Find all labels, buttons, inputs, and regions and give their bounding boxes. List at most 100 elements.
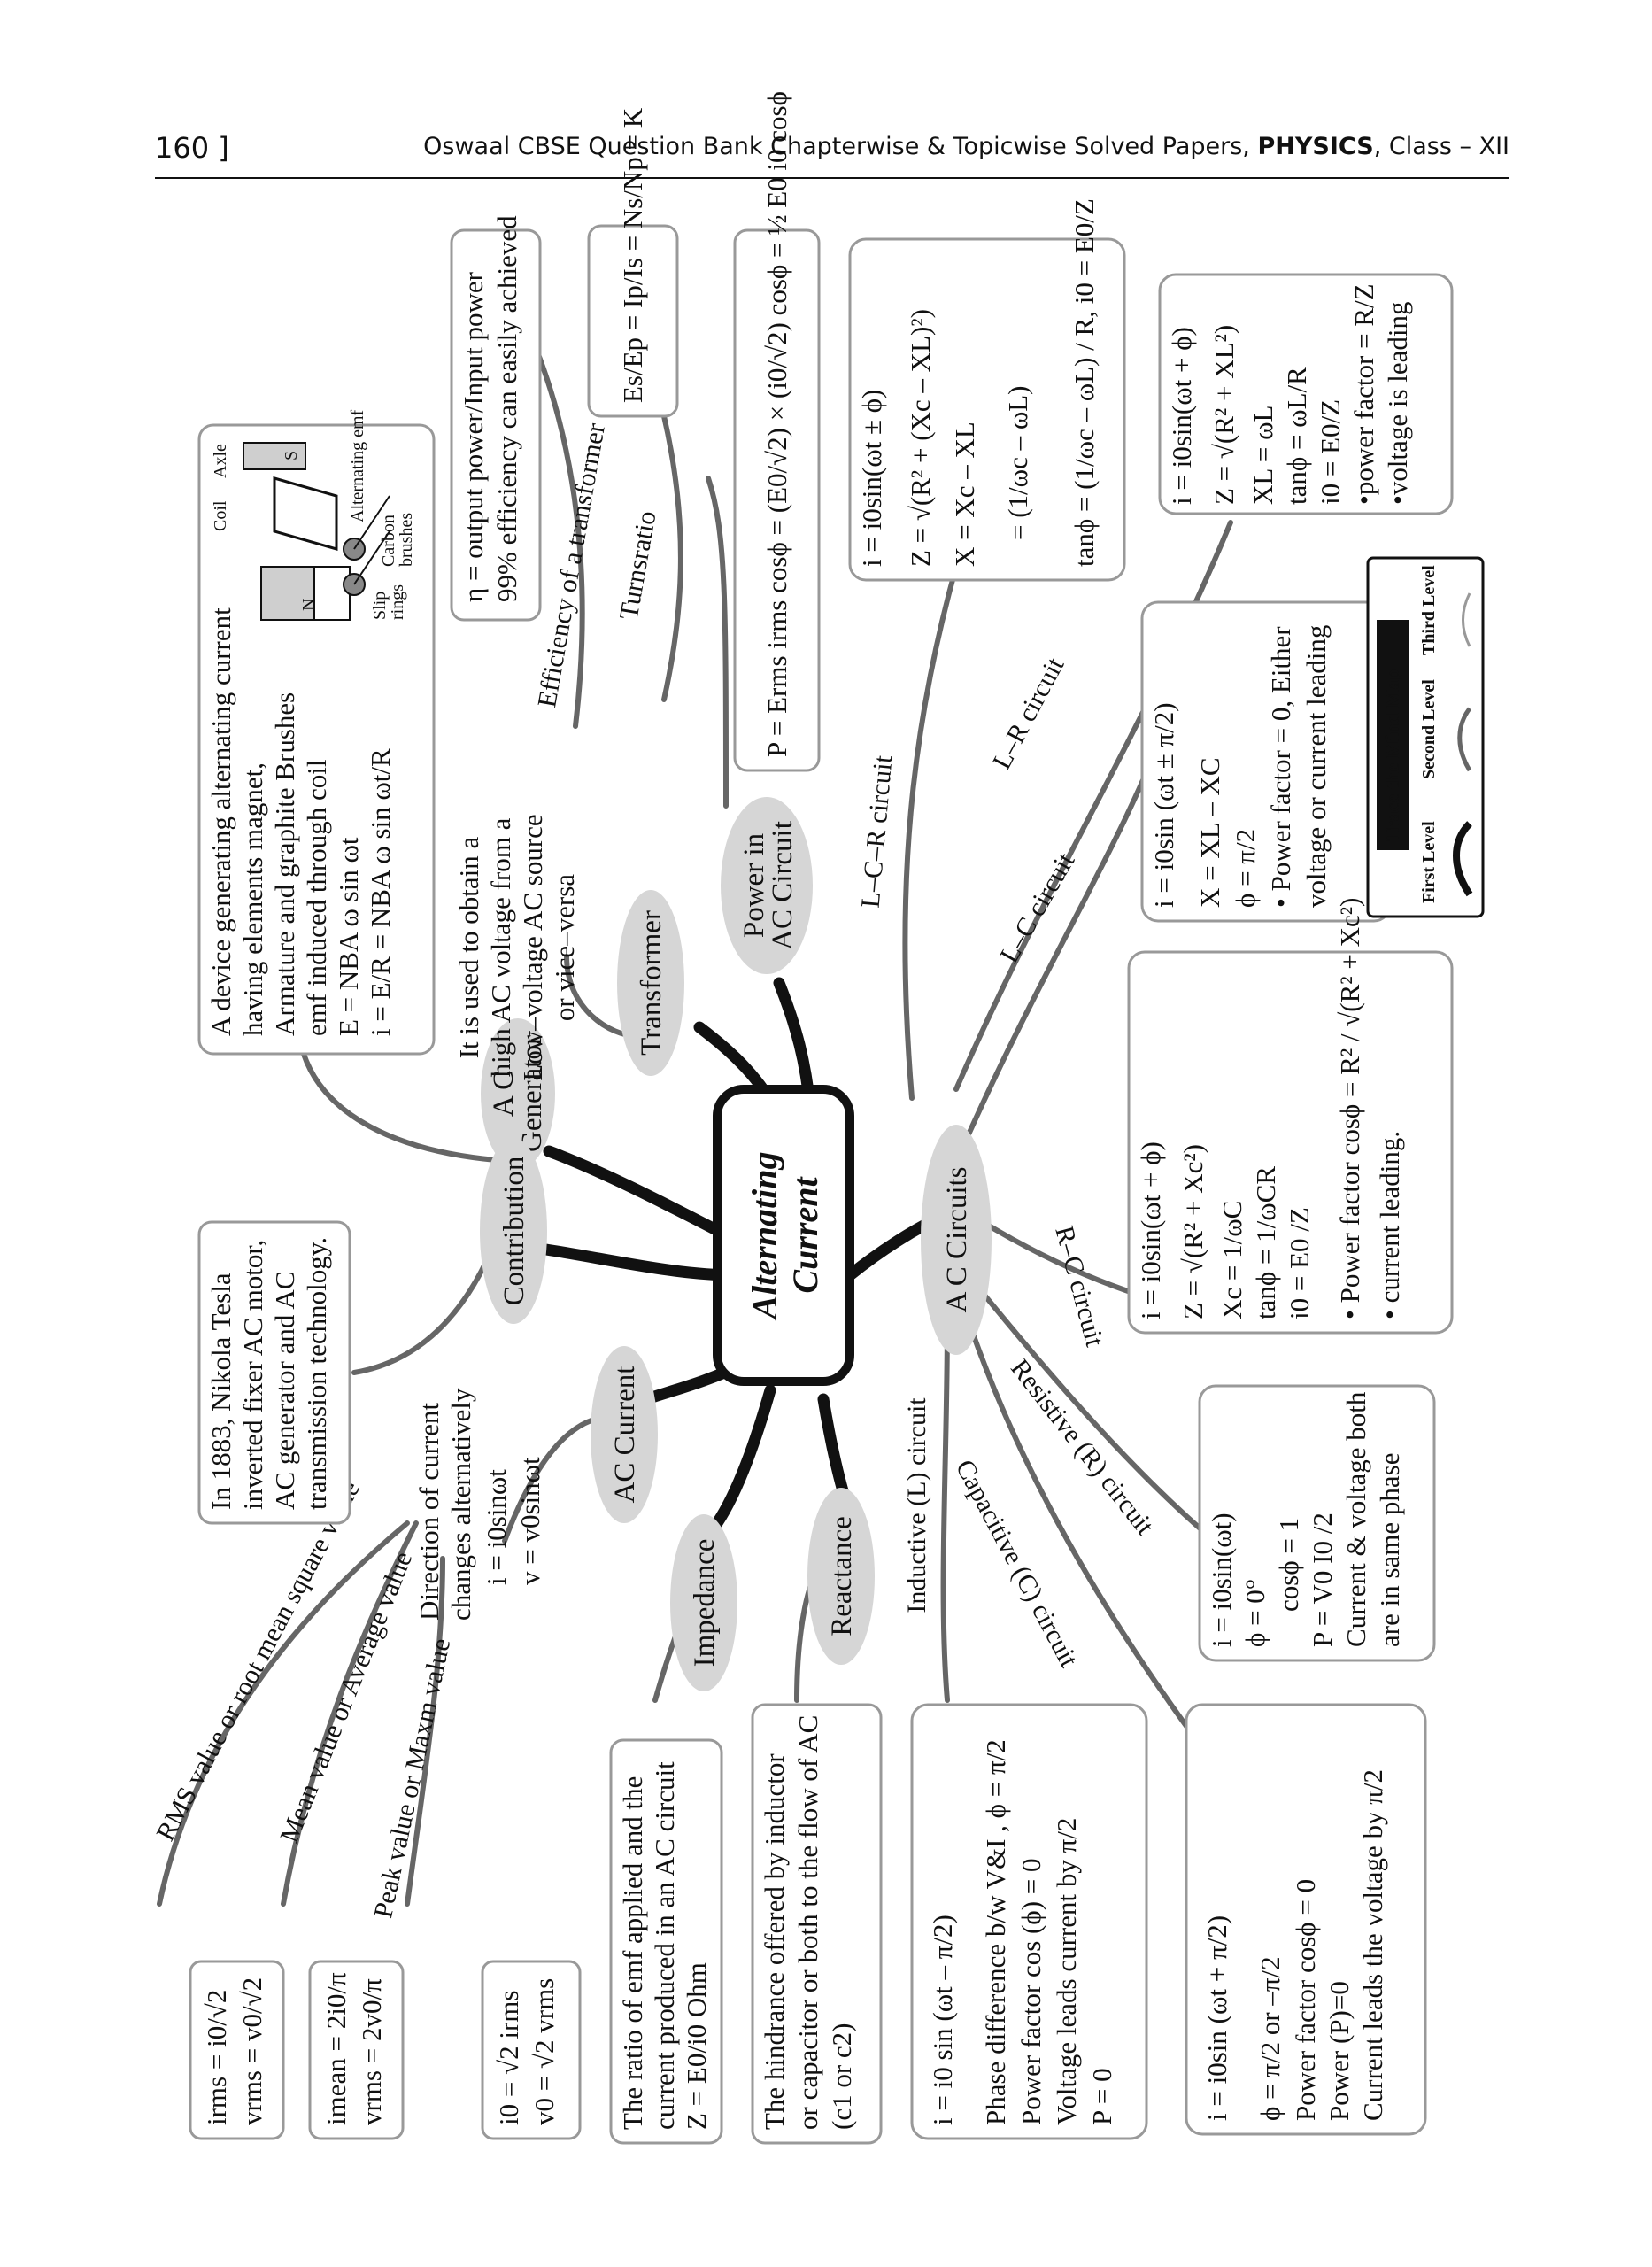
link-rc [980,1219,1136,1296]
resistive-line-5: Current & voltage both [1340,1391,1371,1647]
transformer-line-3: Low–voltage AC source [517,814,548,1080]
subject: PHYSICS [1257,133,1374,160]
accurrent-line-3: i = i0sinωt [481,1469,512,1585]
legend-title: Trace the Mind Map [1381,669,1403,841]
resistive-line-6: are in same phase [1374,1453,1405,1647]
turns-line-1: Es/Ep = Ip/Is = Ns/Np = K [617,107,648,403]
lc-line-2: X = XL – XC [1194,757,1225,908]
node-contribution-label: Contribution [498,1157,530,1306]
box-inductive: i = i0 sin (ωt – π/2) Phase difference b… [910,1703,1148,2140]
efficiency-line-2: 99% efficiency can easily achieved [491,215,522,602]
lc-line-1: i = i0sin (ωt ± π/2) [1148,702,1179,908]
inductive-line-5: P = 0 [1086,2068,1117,2125]
generator-line-4: emf induced through coil [301,760,332,1037]
box-lr: i = i0sin(ωt + ϕ) Z = √(R² + XL²) XL = ω… [1158,273,1454,515]
box-power: P = Erms irms cosϕ = (E0/√2) × (i0/√2) c… [733,91,821,772]
link-power [706,476,729,809]
label-lc: L–C circuit [994,847,1081,968]
transformer-line-4: or vice–versa [549,874,580,1021]
text-transformer: It is used to obtain a high AC voltage f… [453,814,580,1080]
node-ac-generator: A C Generator [481,1018,555,1169]
contribution-line-2: inverted fixer AC motor, [237,1240,268,1510]
box-rc: i = i0sin(ωt + ϕ) Z = √(R² + Xc²) Xc = 1… [1127,898,1454,1335]
contribution-line-1: In 1883, Nikola Tesla [205,1273,236,1510]
label-lr: L–R circuit [987,653,1070,774]
peak-line-2: v0 = √2 vrms [529,1978,560,2125]
fig-s: S [282,451,301,460]
fig-axle: Axle [211,444,230,478]
center-title-line2: Current [785,1176,825,1294]
capacitive-line-5: Current leads the voltage by π/2 [1357,1769,1388,2121]
contribution-line-3: AC generator and AC [269,1272,300,1510]
book-title: Oswaal CBSE Question Bank Chapterwise & … [423,133,1250,160]
box-lcr: i = i0sin(ωt ± ϕ) Z = √(R² + (Xc – XL)²)… [848,198,1126,582]
link-lc [962,759,1154,1145]
page-number: 160 ] [155,131,229,165]
label-lcr: L–C–R circuit [856,754,899,909]
class-text: , Class – XII [1373,133,1509,160]
box-lc: i = i0sin (ωt ± π/2) X = XL – XC ϕ = π/2… [1140,600,1392,923]
node-ac-generator-line2: Generator [516,1035,548,1152]
fig-emf: Alternating emf [348,409,367,522]
label-rms: RMS value or root mean square value [151,1476,366,1845]
lcr-line-5: tanϕ = (1/ωc – ωL) / R, i0 = E0/Z [1069,198,1100,567]
generator-figure: Coil Axle N S Alternating emf Slip rings… [211,409,416,621]
resistive-line-1: i = i0sin(ωt) [1206,1513,1237,1647]
transformer-line-2: high AC voltage from a [485,817,516,1077]
link-res [980,1290,1207,1535]
node-ac-current: AC Current [591,1346,658,1523]
legend-third: Third Level [1419,565,1439,655]
label-turns: Turnsratio [614,508,662,622]
fig-slip: Slip [370,592,390,620]
label-inductive: Inductive (L) circuit [902,1397,931,1613]
lr-line-3: XL = ωL [1247,406,1278,506]
lcr-line-4: = (1/ωc – ωL) [1002,386,1033,541]
center-node: Alternating Current [713,1085,854,1386]
accurrent-line-2: changes alternatively [445,1388,476,1621]
impedance-line-2: current produced in an AC circuit [649,1761,680,2130]
link-turns [661,414,683,702]
node-power: Power in AC Circuit [721,797,813,974]
inductive-line-2: Phase difference b/w V&I , ϕ = π/2 [980,1739,1011,2125]
box-reactance: The hindrance offered by inductor or cap… [751,1703,883,2145]
resistive-line-3: cosϕ = 1 [1273,1518,1304,1612]
node-impedance-label: Impedance [689,1539,721,1667]
generator-line-2: having elements magnet, [237,762,268,1036]
text-ac-current: Direction of current changes alternative… [413,1388,545,1621]
node-contribution: Contribution [480,1138,547,1324]
label-capacitive: Capacitive (C) circuit [950,1455,1084,1673]
capacitive-line-1: i = i0sin (ωt + π/2) [1201,1915,1232,2121]
lc-line-4: • Power factor = 0, Either [1265,626,1296,908]
lr-line-4: tanϕ = ωL/R [1281,367,1312,505]
generator-line-3: Armature and graphite Brushes [269,692,300,1036]
mean-line-2: vrms = 2v0/π [356,1978,387,2125]
accurrent-line-4: v = v0sinωt [514,1457,545,1585]
lr-line-5: i0 = E0/Z [1315,399,1346,505]
rc-line-7: • current leading. [1374,1131,1405,1319]
box-rms: irms = i0/√2 vrms = v0/√2 [189,1960,285,2140]
box-turns: Es/Ep = Ip/Is = Ns/Np = K [587,107,679,418]
node-transformer-label: Transformer [636,910,668,1056]
generator-line-1: A device generating alternating current [205,607,236,1036]
rc-line-5: i0 = E0 /Z [1284,1207,1315,1319]
capacitive-line-2: ϕ = π/2 or –π/2 [1254,1956,1285,2121]
label-rc: R–C circuit [1049,1223,1109,1350]
legend-first: First Level [1419,821,1439,903]
reactance-line-2: or capacitor or both to the flow of AC [792,1715,823,2130]
resistive-line-4: P = V0 I0 /2 [1307,1513,1338,1647]
rc-line-6: • Power factor cosϕ = R² / √(R² + Xc²) [1334,898,1365,1319]
center-title-line1: Alternating [745,1152,784,1322]
link-contrib [351,1237,498,1375]
inductive-line-3: Power factor cos (ϕ) = 0 [1015,1858,1046,2125]
node-ac-generator-line1: A C [488,1071,520,1117]
rc-line-4: tanϕ = 1/ωCR [1250,1166,1281,1319]
capacitive-line-4: Power (P)=0 [1324,1981,1355,2121]
lcr-line-2: Z = √(R² + (Xc – XL)²) [905,309,936,567]
box-capacitive: i = i0sin (ωt + π/2) ϕ = π/2 or –π/2 Pow… [1185,1703,1427,2136]
node-ac-circuits: A C Circuits [921,1125,992,1355]
box-impedance: The ratio of emf applied and the current… [609,1738,723,2145]
box-mean: imean = 2i0/π vrms = 2v0/π [308,1960,405,2140]
node-ac-current-label: AC Current [609,1366,641,1504]
rc-line-3: Xc = 1/ωC [1216,1201,1247,1319]
inductive-line-4: Voltage leads current by π/2 [1051,1818,1082,2125]
